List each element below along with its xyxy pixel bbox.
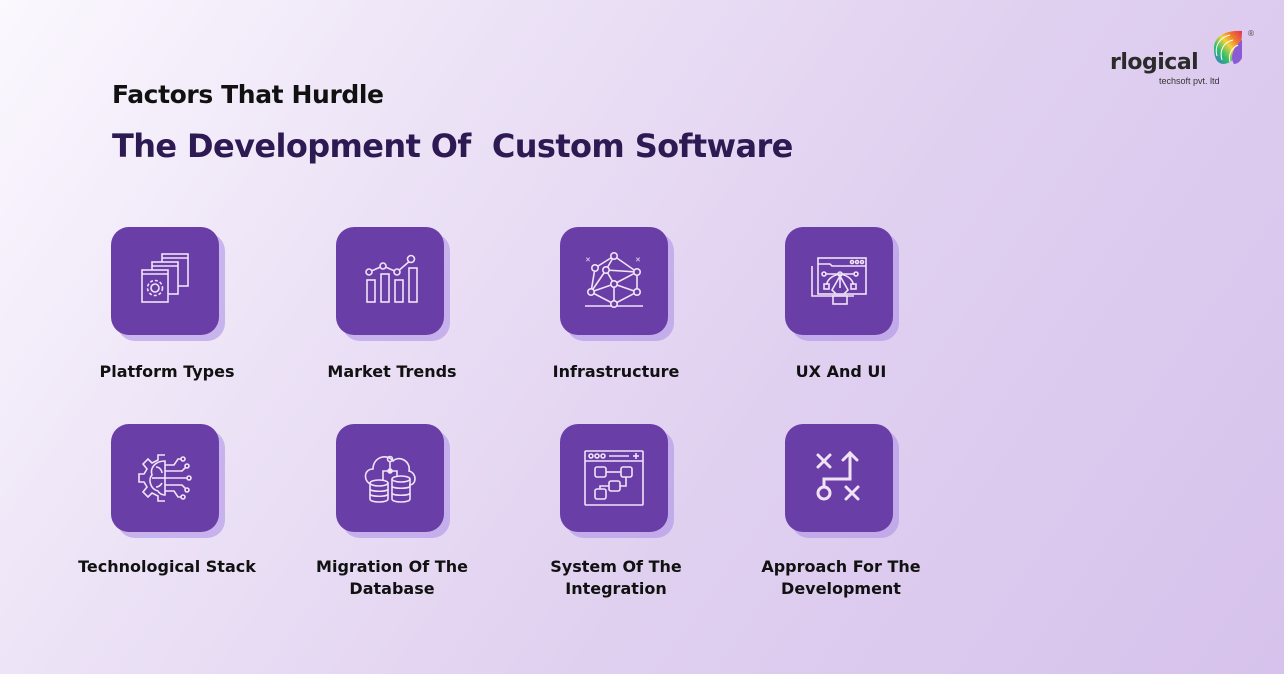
factor-label: Technological Stack [78, 557, 256, 576]
logo-tagline: techsoft pvt. ltd [1159, 76, 1220, 86]
factor-label: Platform Types [99, 362, 235, 381]
cloud-database-icon [364, 455, 416, 503]
market-trends-tile [336, 227, 444, 335]
network-cube-icon: ✕ ✕ [585, 252, 643, 308]
platform-types-tile [111, 227, 219, 335]
title-line-1: Factors That Hurdle [112, 80, 384, 109]
logo-leaf-icon [1214, 30, 1242, 64]
workflow-window-icon [584, 450, 644, 506]
factor-label: Migration Of The Database [316, 557, 468, 598]
ux-ui-tile [785, 227, 893, 335]
factor-label: UX And UI [795, 362, 887, 381]
pen-tool-design-icon [811, 257, 867, 305]
registered-mark: ® [1247, 29, 1255, 38]
bar-chart-trend-icon [365, 254, 418, 303]
rlogical-logo: rlogical techsoft pvt. ltd ® [1110, 28, 1260, 90]
factor-label: Approach For The Development [761, 557, 921, 598]
database-migration-tile [336, 424, 444, 532]
logo-wordmark: rlogical [1110, 50, 1199, 75]
factor-label: Market Trends [327, 362, 457, 381]
brain-gear-circuit-icon [138, 454, 192, 502]
integration-system-tile [560, 424, 668, 532]
svg-text:✕: ✕ [635, 256, 641, 264]
factor-label: Infrastructure [552, 362, 680, 381]
technological-stack-tile [111, 424, 219, 532]
svg-text:✕: ✕ [585, 256, 591, 264]
factor-label: System Of The Integration [550, 557, 682, 598]
title-line-2: The Development Of Custom Software [112, 127, 793, 165]
strategy-plan-icon [816, 450, 860, 501]
infrastructure-tile: ✕ ✕ [560, 227, 668, 335]
stacked-windows-gear-icon [141, 253, 189, 303]
development-approach-tile [785, 424, 893, 532]
